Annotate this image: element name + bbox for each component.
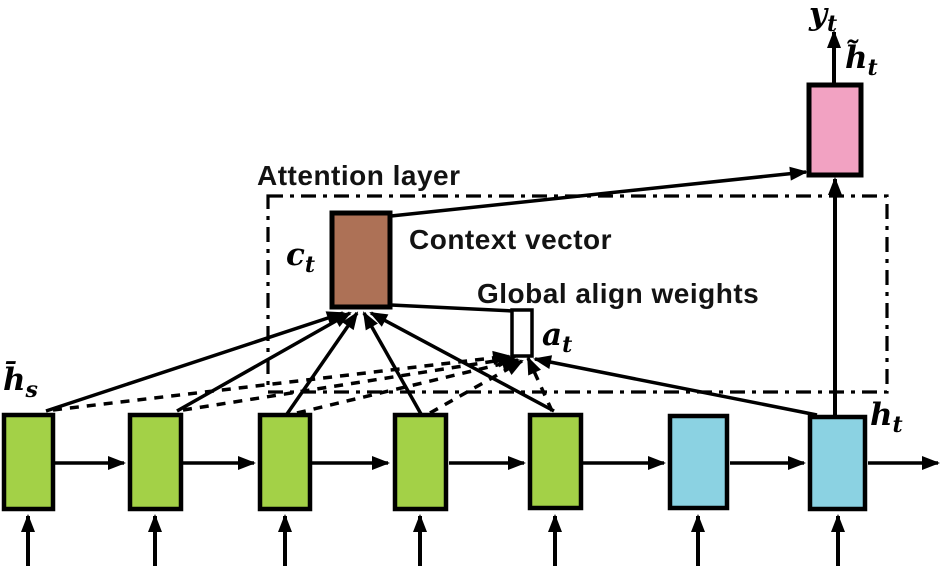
- target-hidden-label: ht: [870, 397, 903, 438]
- encoder-to-align-arrow-dashed: [429, 359, 524, 415]
- context-vector-box: [329, 210, 393, 310]
- encoder-cells: [1, 412, 584, 512]
- context-vector-label: Context vector: [409, 224, 612, 255]
- encoder-to-align-arrow-dashed: [296, 356, 520, 415]
- encoder-cell-1: [1, 412, 56, 512]
- encoder-cell-2: [127, 412, 184, 512]
- encoder-to-context-arrow: [285, 311, 359, 415]
- encoder-to-align-arrows: [52, 350, 554, 415]
- align-weights-bar: [510, 308, 534, 358]
- attentional-hidden-box: [806, 82, 864, 178]
- context-to-align-connector: [390, 303, 514, 313]
- align-weights-label: at: [542, 317, 572, 358]
- encoder-cell-3: [257, 412, 313, 512]
- encoder-to-align-arrow-dashed: [52, 350, 511, 412]
- encoder-to-context-arrow: [45, 311, 345, 413]
- context-to-attentional-arrow: [390, 166, 808, 218]
- global-align-weights-label: Global align weights: [477, 278, 759, 309]
- encoder-to-align-arrow-dashed: [182, 353, 516, 412]
- output-label: yt: [808, 0, 837, 37]
- decoder-cell-1: [667, 413, 730, 511]
- encoder-to-context-arrow: [362, 311, 423, 415]
- encoder-to-context-arrows: [45, 311, 555, 415]
- decoder-cell-2: [807, 414, 868, 512]
- encoder-cell-4: [392, 412, 449, 512]
- attentional-hidden-label: h̃t: [845, 39, 878, 81]
- encoder-to-context-arrow: [176, 311, 352, 413]
- source-hidden-label: h̄s: [3, 360, 38, 403]
- decoder-to-align-arrow: [533, 355, 818, 417]
- input-arrows: [21, 514, 845, 566]
- context-label: ct: [286, 237, 315, 278]
- attention-layer-label: Attention layer: [257, 160, 461, 191]
- decoder-cells: [667, 413, 868, 512]
- encoder-cell-5: [527, 412, 584, 511]
